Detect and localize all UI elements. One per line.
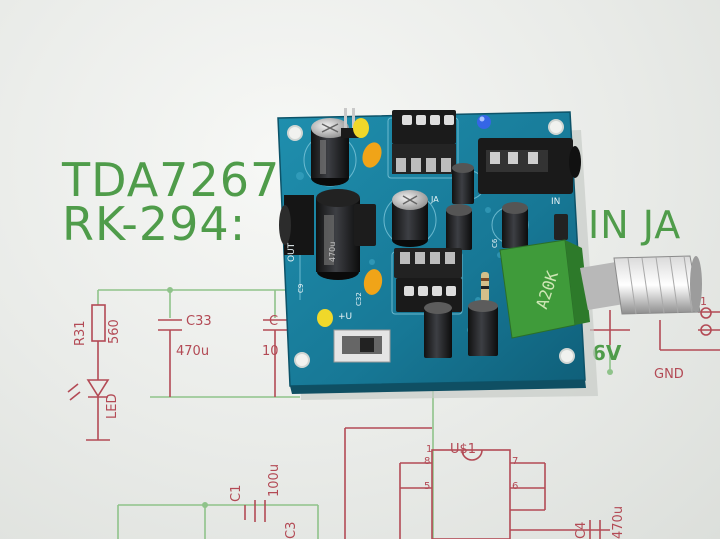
conn-pin1: 1 [700, 295, 707, 308]
c33-value: 470u [176, 344, 210, 359]
ic-pin7: 7 [512, 456, 519, 467]
silk-ja: JA [431, 195, 439, 204]
silk-c9: C9 [297, 283, 305, 293]
silk-in: IN [551, 197, 561, 207]
label-6v: 6V [592, 341, 622, 365]
c33-name: C33 [186, 314, 212, 329]
heading-line2: RK-294: [62, 197, 247, 251]
ic-pin5: 5 [424, 481, 431, 492]
c-partial-value: 10 [262, 344, 279, 359]
silk-c6: C6 [491, 238, 499, 248]
label-in-ja: IN JA [588, 203, 682, 247]
silk-plus-u: +U [338, 312, 353, 322]
cap-marking: 470u [328, 241, 337, 262]
silk-out: OUT [287, 242, 297, 262]
ic-pin6: 6 [512, 481, 519, 492]
c-partial-name: C [269, 314, 279, 329]
silk-c32: C32 [355, 292, 363, 306]
ic-name: U$1 [450, 442, 477, 457]
ic-pin1: 1 [426, 444, 433, 455]
heading-line1: TDA7267 [62, 153, 281, 207]
label-gnd: GND [654, 367, 684, 382]
ic-pin8: 8 [424, 456, 431, 467]
